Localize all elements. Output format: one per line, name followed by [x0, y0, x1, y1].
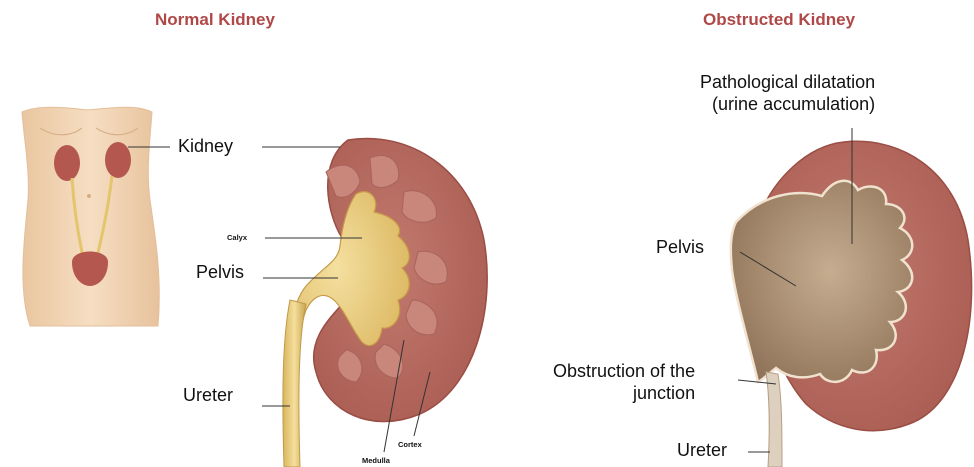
ureter-label: Ureter: [183, 385, 233, 407]
cortex-label: Cortex: [398, 440, 422, 449]
obstructed-ureter-label: Ureter: [677, 440, 727, 462]
medulla-label: Medulla: [362, 456, 390, 465]
normal-ureter: [283, 300, 306, 467]
torso-silhouette: [22, 107, 159, 326]
obstructed-kidney-title: Obstructed Kidney: [703, 10, 855, 30]
dilatation-label-line2: (urine accumulation): [700, 94, 875, 116]
dilatation-label-line1: Pathological dilatation: [700, 72, 875, 94]
dilatation-label: Pathological dilatation (urine accumulat…: [700, 72, 875, 115]
calyx-label: Calyx: [227, 233, 247, 242]
normal-kidney-title: Normal Kidney: [155, 10, 275, 30]
obstruction-label: Obstruction of the junction: [553, 361, 695, 404]
right-kidney-small: [105, 142, 131, 178]
obstructed-pelvis-label: Pelvis: [656, 237, 704, 259]
obstructed-kidney-illustration: [731, 141, 972, 467]
kidney-label: Kidney: [178, 136, 233, 158]
obstruction-label-line1: Obstruction of the: [553, 361, 695, 383]
torso-illustration: [22, 107, 159, 326]
left-kidney-small: [54, 145, 80, 181]
pelvis-label: Pelvis: [196, 262, 244, 284]
obstruction-label-line2: junction: [553, 383, 695, 405]
normal-kidney-illustration: [283, 138, 487, 467]
obstructed-ureter: [766, 372, 782, 467]
